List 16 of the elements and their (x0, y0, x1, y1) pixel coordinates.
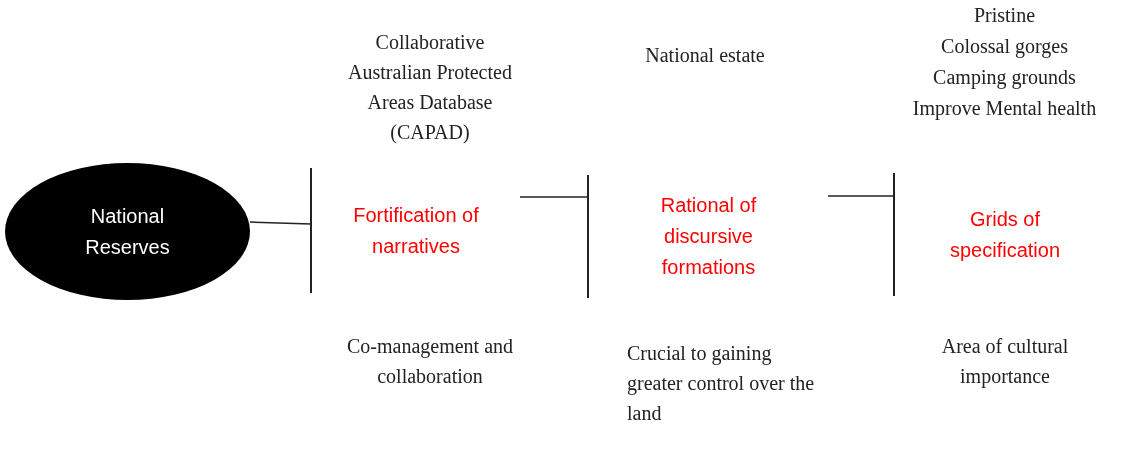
connector-line (827, 195, 895, 197)
note-text: Area of cultural importance (940, 334, 1070, 390)
note-text: Pristine (972, 3, 1037, 28)
note-text: National estate (644, 43, 766, 68)
node-label: Fortification of narratives (352, 202, 480, 259)
note-text: Collaborative Australian Protected Areas Database (CAPAD) (347, 30, 513, 145)
connector-line (519, 196, 589, 198)
node-label: Rational of discursive formations (659, 193, 758, 280)
note-text: Colossal gorges (940, 34, 1069, 60)
note-text: Co-management and collaboration (345, 334, 515, 389)
note-text: Improve Mental health (911, 96, 1098, 122)
node-label: Grids of specification (948, 206, 1062, 263)
note-text: Crucial to gaining greater control over the land (627, 341, 816, 426)
note-text: Camping grounds (932, 65, 1077, 91)
ellipse-node: National Reserves (5, 163, 250, 300)
connector-line (249, 221, 312, 225)
